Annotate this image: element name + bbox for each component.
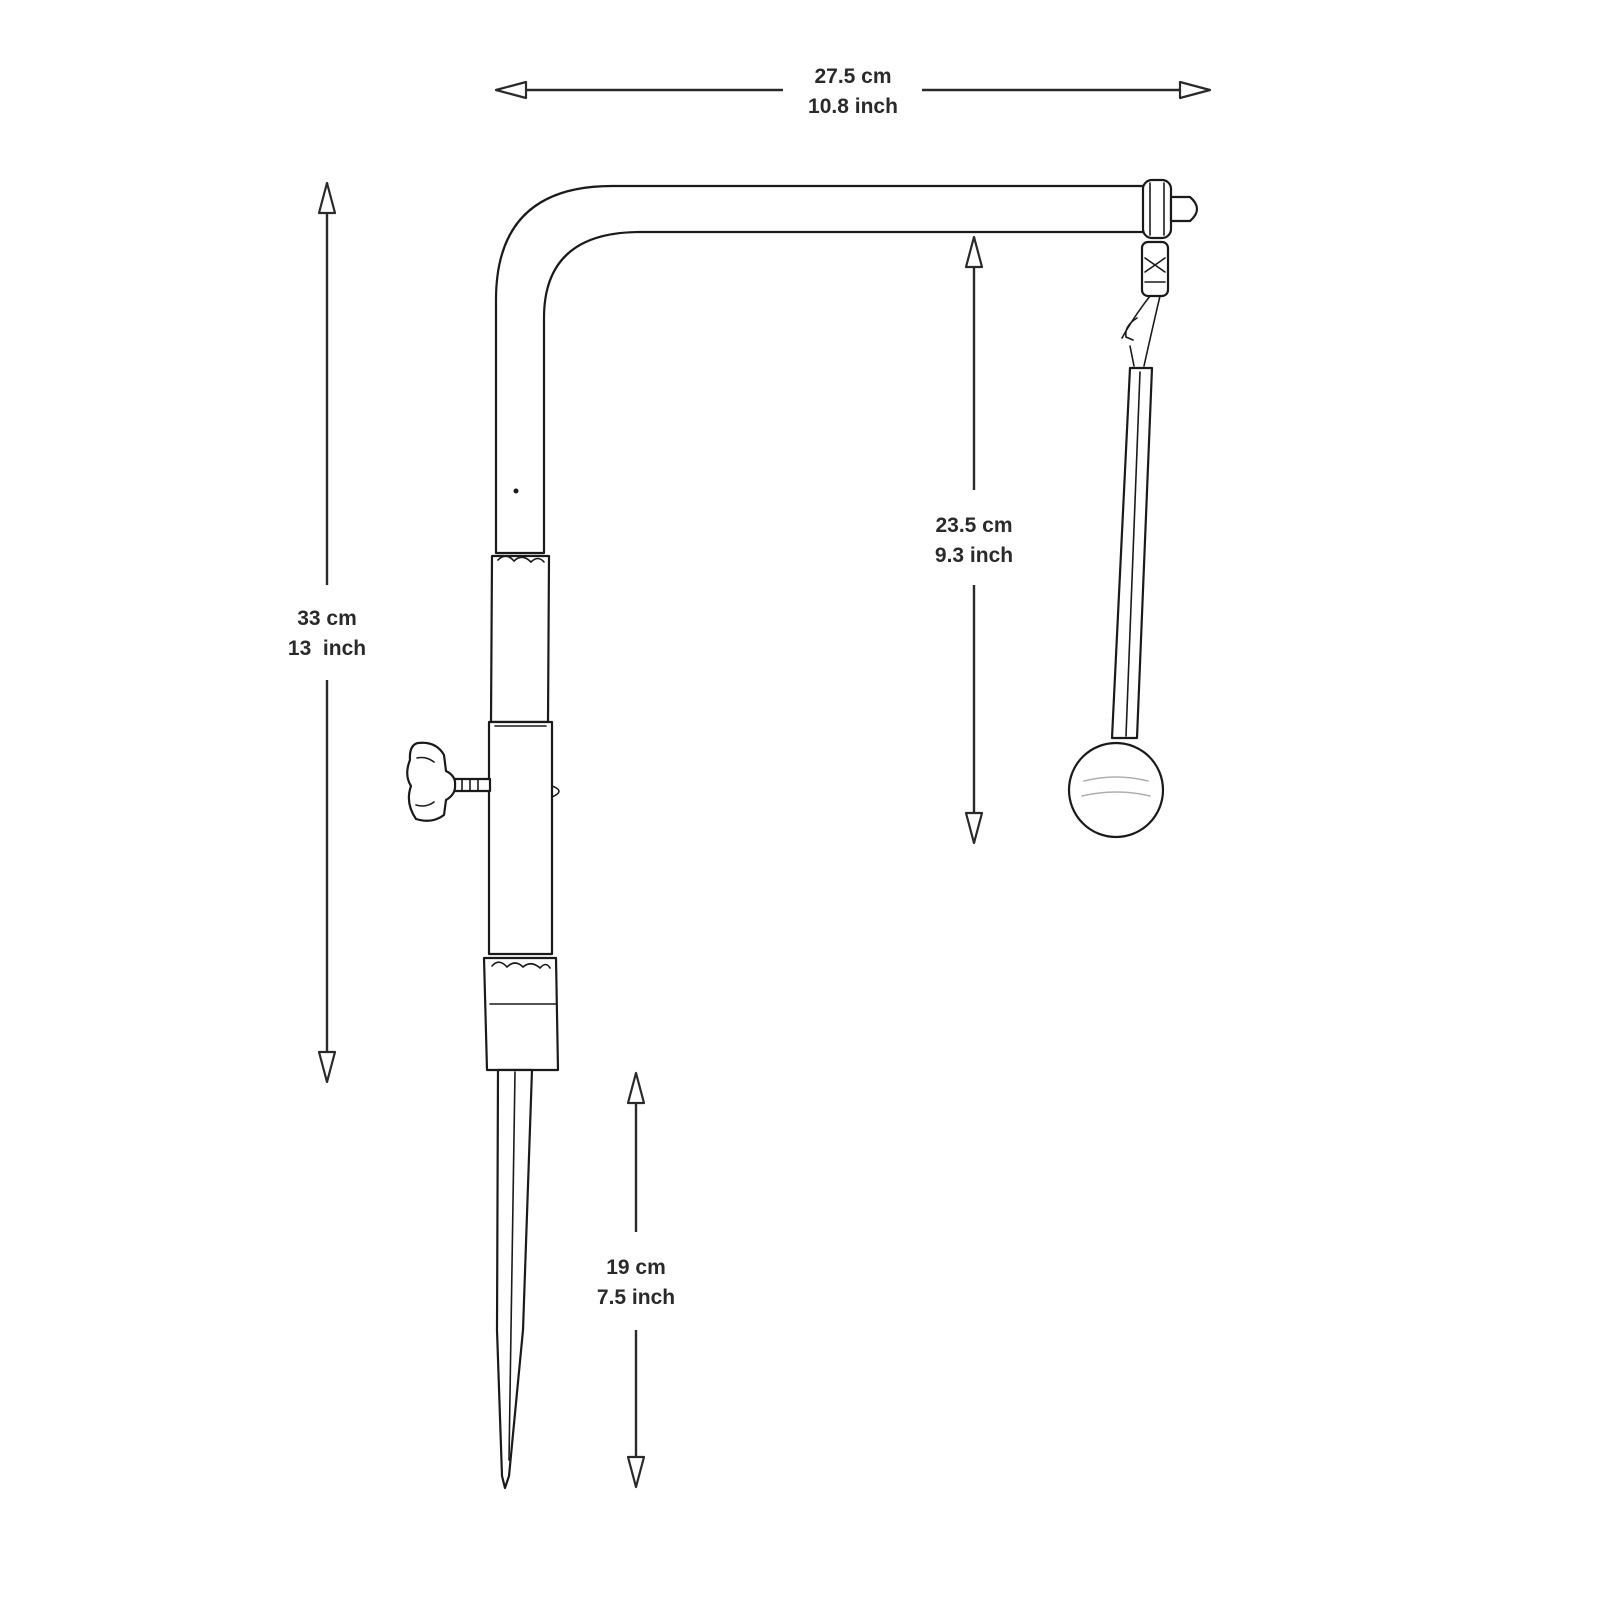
width-metric-label: 27.5 cm [814, 65, 891, 88]
practice-ball-icon [1067, 741, 1165, 839]
knob-head [406, 741, 457, 822]
clamp-pin [551, 785, 560, 798]
bent-arm-tube [494, 184, 1164, 555]
knob-screw [452, 777, 492, 793]
width-arrow-right [1178, 80, 1212, 100]
arm-end-cap [1141, 178, 1199, 240]
connector-clip [1140, 240, 1170, 298]
hang-imperial-label: 9.3 inch [935, 544, 1013, 567]
upper-sleeve [489, 554, 551, 724]
ground-socket [482, 956, 560, 1072]
spike-arrow-bottom [626, 1455, 646, 1489]
spike-metric-label: 19 cm [606, 1256, 666, 1279]
training-rod [1110, 366, 1154, 740]
hanging-connector [1121, 240, 1170, 367]
hang-arrow-top [964, 235, 984, 269]
height-arrow-bottom [317, 1050, 337, 1084]
width-arrow-left [494, 80, 528, 100]
end-cap-collar [1141, 178, 1173, 240]
spike-dimension: 19 cm 7.5 inch [597, 1071, 675, 1489]
height-imperial-label: 13 inch [288, 637, 366, 660]
spike-imperial-label: 7.5 inch [597, 1286, 675, 1309]
height-arrow-top [317, 181, 337, 215]
hang-dimension: 23.5 cm 9.3 inch [935, 235, 1013, 845]
width-dimension: 27.5 cm 10.8 inch [494, 65, 1212, 118]
height-dimension: 33 cm 13 inch [288, 181, 366, 1084]
hang-arrow-bottom [964, 811, 984, 845]
spike-arrow-top [626, 1071, 646, 1105]
ground-spike [495, 1068, 534, 1490]
tube-rivet [513, 488, 519, 494]
end-cap-tip [1169, 195, 1199, 223]
hang-metric-label: 23.5 cm [935, 514, 1012, 537]
tightening-knob-icon [406, 741, 492, 822]
height-metric-label: 33 cm [297, 607, 357, 630]
stand-illustration [406, 178, 1199, 1490]
clamp-body [487, 720, 554, 956]
width-imperial-label: 10.8 inch [808, 95, 898, 118]
